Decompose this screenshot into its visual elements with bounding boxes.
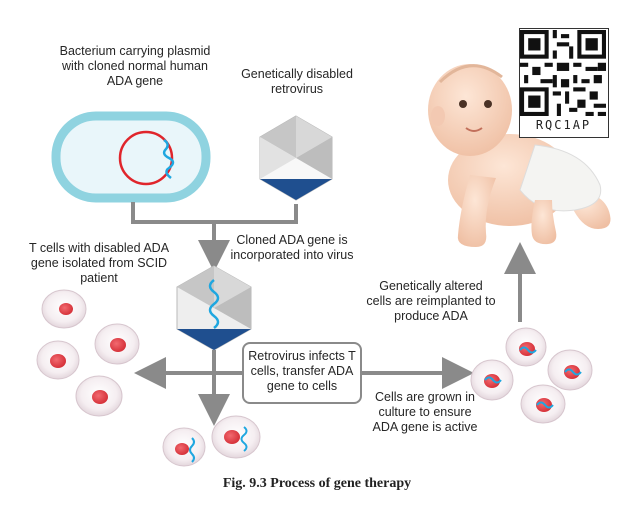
retrovirus	[259, 115, 333, 201]
t-cells-label: T cells with disabled ADA gene isolated …	[28, 241, 170, 285]
infection-box	[242, 342, 362, 404]
t-cells-left	[36, 289, 140, 417]
infects-label: Retrovirus infects T cells, transfer ADA…	[248, 349, 356, 393]
qr-code-label: RQC1AP	[535, 118, 592, 132]
connector-line	[131, 202, 298, 224]
bacterium-label: Bacterium carrying plasmid with cloned n…	[59, 44, 211, 88]
reimplanted-label: Genetically altered cells are reimplante…	[366, 279, 496, 323]
virus-ada-gene	[208, 279, 220, 329]
altered-cells	[470, 327, 593, 424]
cloned-gene-label: Cloned ADA gene is incorporated into vir…	[230, 233, 354, 262]
retrovirus-label: Genetically disabled retrovirus	[241, 67, 353, 96]
recombinant-virus	[176, 265, 252, 351]
bacterium	[51, 111, 211, 203]
plasmid	[118, 130, 174, 186]
figure-caption: Fig. 9.3 Process of gene therapy	[222, 476, 412, 491]
qr-code-icon[interactable]	[520, 30, 606, 116]
infected-cells	[162, 415, 261, 467]
cloned-ada-gene	[162, 138, 175, 179]
baby-illustration	[428, 64, 611, 247]
grown-label: Cells are grown in culture to ensure ADA…	[372, 390, 478, 434]
